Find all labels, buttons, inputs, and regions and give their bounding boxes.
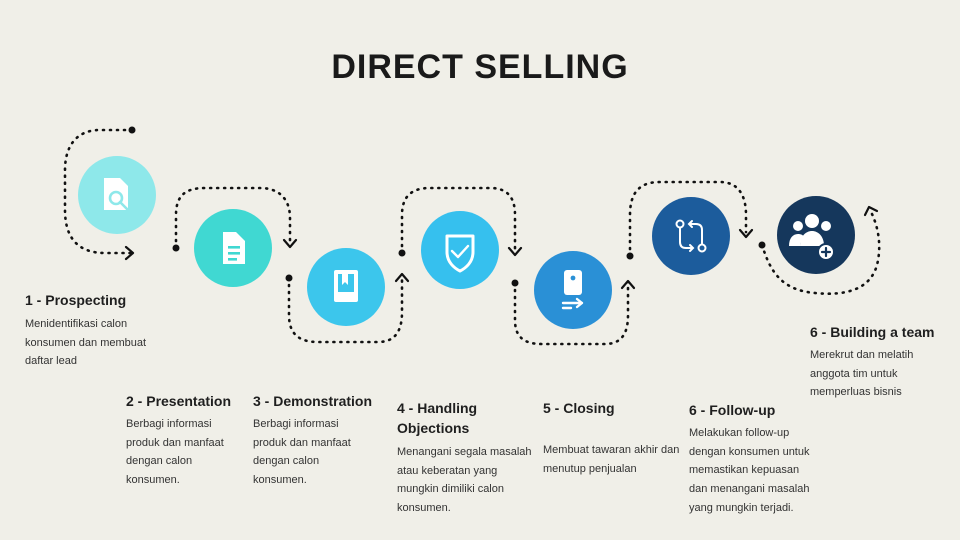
step-3-description: Berbagi informasi produk dan manfaat den… (253, 418, 351, 487)
connector-5 (511, 279, 636, 346)
step-2-heading: 2 - Presentation (126, 393, 232, 409)
step-1-description: Menidentifikasi calon konsumen dan membu… (25, 318, 147, 368)
search-document-icon (104, 178, 129, 211)
transfer-icon (561, 270, 584, 310)
connector-3 (285, 272, 410, 344)
connector-6 (626, 180, 754, 260)
step-6-node (652, 197, 730, 275)
step-1-node (78, 156, 156, 234)
book-icon (334, 270, 358, 302)
connector-2 (172, 186, 298, 252)
step-7-node (777, 196, 855, 274)
step-2-node (194, 209, 272, 287)
step-2-description: Berbagi informasi produk dan manfaat den… (126, 418, 224, 487)
connector-4 (398, 186, 523, 257)
step-4-heading: 4 - Handling Objections (397, 400, 478, 437)
git-compare-icon (675, 219, 707, 253)
step-4-node (421, 211, 499, 289)
step-7-heading: 6 - Building a team (810, 324, 935, 340)
step-3-heading: 3 - Demonstration (253, 393, 373, 409)
connector-1 (63, 126, 136, 261)
step-4-description: Menangani segala masalah atau keberatan … (397, 446, 532, 515)
document-icon (223, 232, 245, 264)
shield-check-icon (445, 234, 475, 273)
page-title: DIRECT SELLING (331, 48, 629, 86)
step-5-description: Membuat tawaran akhir dan menutup penjua… (543, 444, 680, 475)
team-add-icon (789, 214, 835, 261)
step-7-description: Merekrut dan melatih anggota tim untuk m… (810, 349, 914, 399)
step-3-node (307, 248, 385, 326)
step-5-heading: 5 - Closing (543, 400, 615, 416)
connector-7 (758, 205, 881, 295)
step-6-description: Melakukan follow-up dengan konsumen untu… (689, 427, 810, 514)
step-6-heading: 6 - Follow-up (689, 402, 776, 418)
step-1-heading: 1 - Prospecting (25, 292, 127, 308)
step-5-node (534, 251, 612, 329)
